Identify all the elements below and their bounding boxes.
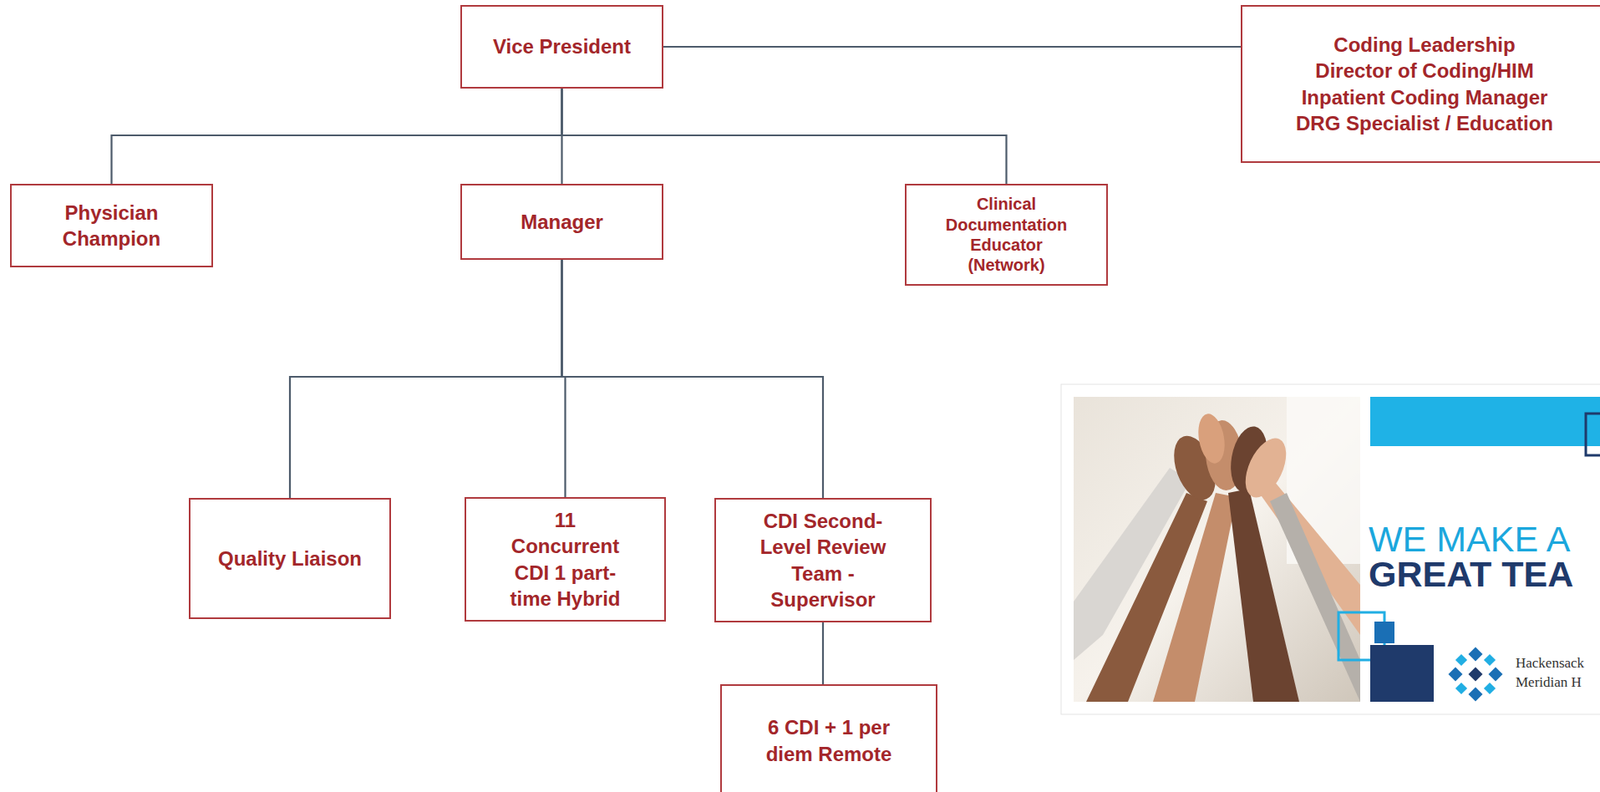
org-box: 11 Concurrent CDI 1 part-time Hybrid: [464, 497, 666, 622]
box-line: DRG Specialist / Education: [1295, 110, 1554, 137]
org-box: CDI Second-Level Review Team - Superviso…: [714, 497, 932, 623]
high-five-photo: [1073, 396, 1361, 702]
box-line: Inpatient Coding Manager: [1301, 84, 1549, 111]
reporting-line: [111, 88, 563, 184]
reporting-line: [822, 622, 824, 685]
outline-square: [1585, 413, 1600, 456]
org-box: Manager: [460, 183, 664, 260]
org-box: Clinical Documentation Educator (Network…: [904, 183, 1108, 286]
org-box: 6 CDI + 1 per diem Remote: [720, 684, 938, 792]
box-title: Coding Leadership: [1333, 31, 1515, 58]
reporting-line: [663, 45, 1241, 48]
banner-frame: [1061, 384, 1600, 715]
banner-text: WE MAKE A: [1368, 521, 1570, 558]
blue-square: [1374, 621, 1395, 644]
box-title: Quality Liaison: [218, 545, 362, 572]
org-box: Coding LeadershipDirector of Coding/HIMI…: [1240, 5, 1600, 163]
reporting-line: [562, 88, 1007, 184]
box-title: 6 CDI + 1 per diem Remote: [757, 714, 900, 767]
box-title: 11 Concurrent CDI 1 part-time Hybrid: [498, 507, 633, 612]
org-box: Quality Liaison: [188, 497, 392, 620]
box-title: Vice President: [492, 33, 631, 60]
banner-text: GREAT TEA: [1368, 556, 1574, 593]
navy-square: [1370, 645, 1434, 702]
box-title: Manager: [520, 208, 604, 235]
org-box: Physician Champion: [10, 183, 214, 268]
box-line: Director of Coding/HIM: [1315, 57, 1534, 84]
org-box: Vice President: [460, 5, 664, 89]
box-title: Clinical Documentation Educator (Network…: [937, 193, 1076, 276]
box-title: CDI Second-Level Review Team - Superviso…: [747, 507, 899, 613]
reporting-line: [289, 259, 563, 498]
cyan-bar: [1370, 396, 1600, 447]
banner-text: Meridian H: [1515, 675, 1582, 690]
box-title: Physician Champion: [45, 199, 179, 252]
banner-text: Hackensack: [1515, 655, 1585, 671]
logo-mark: [1448, 647, 1504, 702]
reporting-line: [562, 259, 824, 498]
